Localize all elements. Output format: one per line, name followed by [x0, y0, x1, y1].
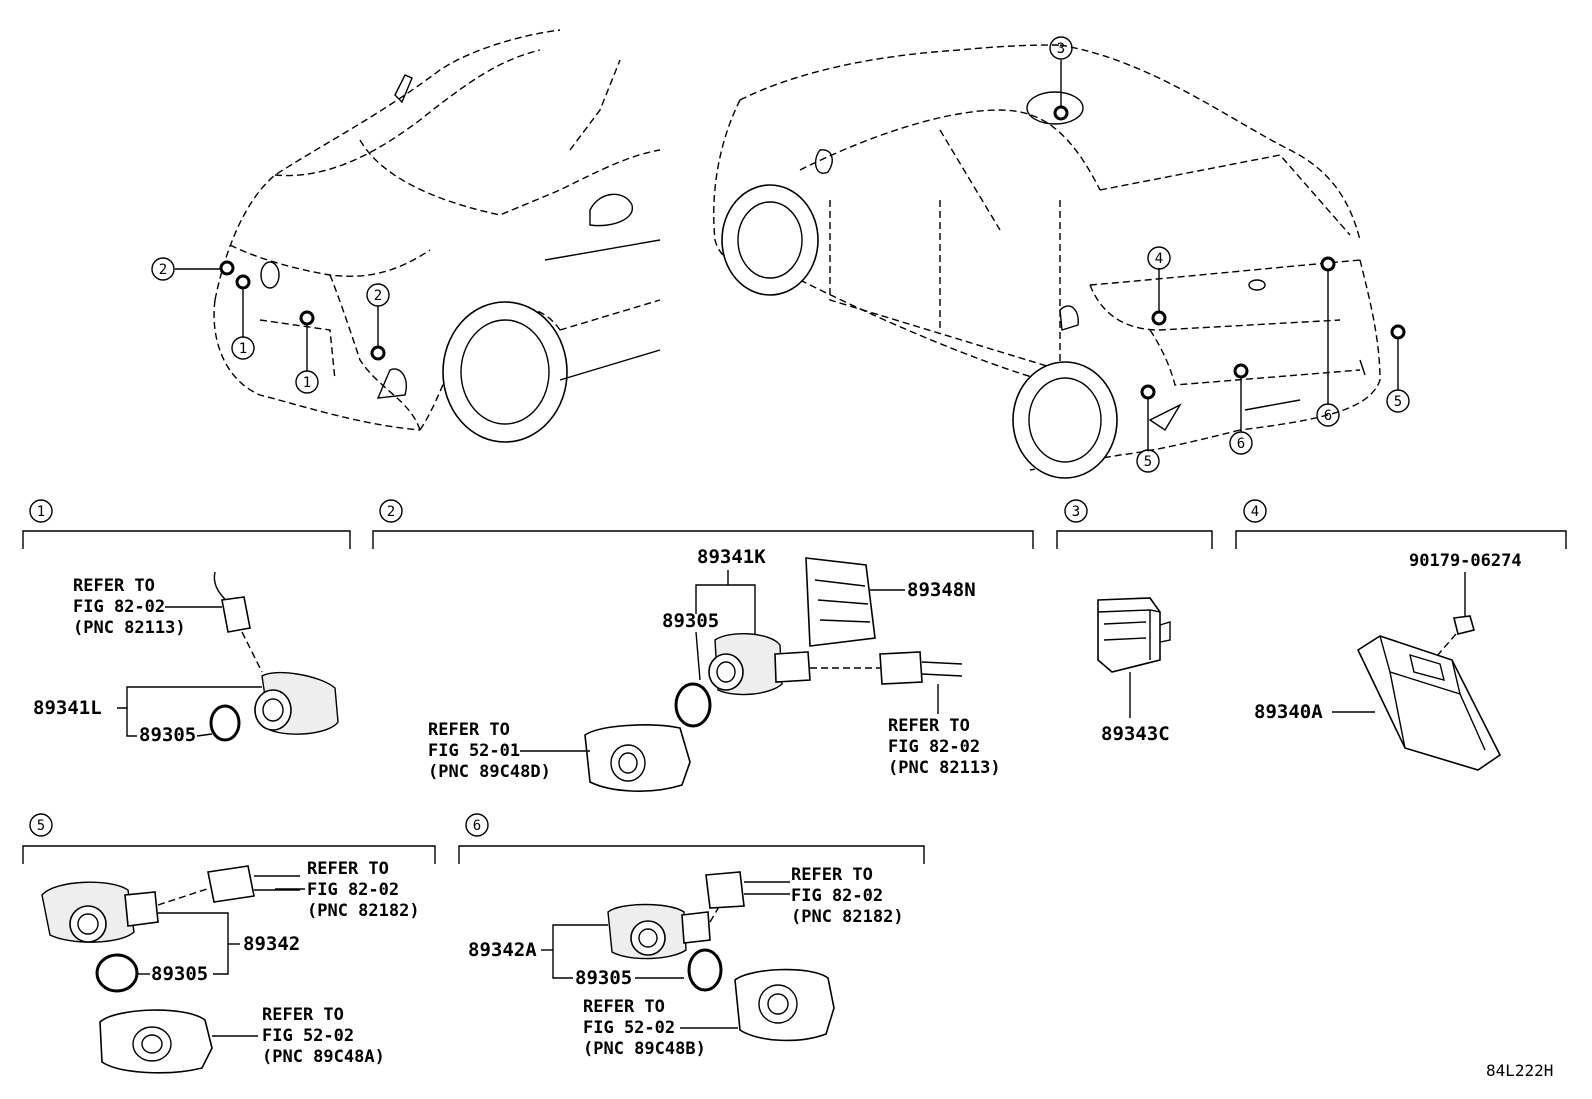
section-headers: 1 2 3 4 5 6 — [22, 499, 1567, 864]
callout-1: 1 — [303, 375, 311, 391]
ref-text: REFER TO — [73, 576, 155, 596]
callout-2: 2 — [159, 262, 167, 278]
connector-icon — [221, 596, 251, 633]
vehicle-callouts: 2 1 1 2 3 4 5 5 6 6 — [151, 36, 1410, 473]
ref-text: FIG 52-02 — [262, 1026, 354, 1046]
ref-text: REFER TO — [262, 1005, 344, 1025]
callout-6: 6 — [1237, 436, 1245, 452]
section-3-number: 3 — [1072, 504, 1080, 520]
ref-text: FIG 52-02 — [583, 1018, 675, 1038]
ref-text: FIG 82-02 — [888, 737, 980, 757]
part-89305: 89305 — [662, 610, 719, 632]
retainer-ring-icon — [687, 948, 723, 992]
section-5-number: 5 — [37, 818, 45, 834]
section-2-number: 2 — [387, 504, 395, 520]
callout-4: 4 — [1155, 251, 1163, 267]
ref-text: (PNC 89C48B) — [583, 1039, 706, 1059]
callout-2: 2 — [374, 288, 382, 304]
ref-text: FIG 82-02 — [73, 597, 165, 617]
part-89341K: 89341K — [697, 546, 766, 568]
part-89342A: 89342A — [468, 939, 537, 961]
callout-3: 3 — [1057, 41, 1065, 57]
ref-text: FIG 52-01 — [428, 741, 520, 761]
section-1-number: 1 — [37, 504, 45, 520]
ref-text: REFER TO — [888, 716, 970, 736]
ref-text: FIG 82-02 — [307, 880, 399, 900]
section-4-number: 4 — [1251, 504, 1259, 520]
bezel-icon — [584, 724, 691, 792]
part-89305: 89305 — [575, 967, 632, 989]
bolt-icon — [1453, 615, 1475, 635]
front-car-illustration — [213, 29, 661, 443]
part-89341L: 89341L — [33, 697, 102, 719]
part-89305: 89305 — [139, 724, 196, 746]
section-1: REFER TO FIG 82-02 (PNC 82113) 89341L 89… — [33, 571, 339, 746]
part-90179-06274: 90179-06274 — [1409, 551, 1522, 571]
module-icon — [1097, 597, 1161, 673]
diagram-code: 84L222H — [1486, 1061, 1553, 1080]
section-6-number: 6 — [473, 818, 481, 834]
ref-text: (PNC 89C48A) — [262, 1047, 385, 1067]
retainer-ring-icon — [209, 704, 241, 742]
section-2: 89341K 89305 89348N REFER TO FIG 52-01 (… — [428, 546, 1001, 792]
connector-icon — [705, 871, 745, 909]
ref-text: FIG 82-02 — [791, 886, 883, 906]
section-6: REFER TO FIG 82-02 (PNC 82182) 89342A 89… — [468, 865, 904, 1059]
part-89305: 89305 — [151, 963, 208, 985]
ref-text: (PNC 82113) — [888, 758, 1001, 778]
callout-5: 5 — [1144, 454, 1152, 470]
ref-text: REFER TO — [307, 859, 389, 879]
ref-text: REFER TO — [428, 720, 510, 740]
ref-text: REFER TO — [791, 865, 873, 885]
callout-1: 1 — [239, 341, 247, 357]
rear-sensor-markers — [1053, 105, 1406, 400]
bezel-icon — [734, 968, 835, 1042]
part-89348N: 89348N — [907, 579, 976, 601]
connector-icon — [207, 865, 255, 903]
ref-text: REFER TO — [583, 997, 665, 1017]
ref-text: (PNC 82182) — [791, 907, 904, 927]
retainer-ring-icon — [95, 953, 139, 993]
callout-5: 5 — [1394, 394, 1402, 410]
part-89342: 89342 — [243, 933, 300, 955]
connector-icon — [879, 651, 923, 685]
part-89343C: 89343C — [1101, 723, 1170, 745]
bezel-icon — [99, 1009, 213, 1074]
control-unit-icon — [1356, 635, 1502, 771]
rear-car-illustration — [713, 44, 1381, 479]
ref-text: (PNC 82182) — [307, 901, 420, 921]
callout-6: 6 — [1324, 408, 1332, 424]
ref-text: (PNC 89C48D) — [428, 762, 551, 782]
section-5: REFER TO FIG 82-02 (PNC 82182) 89342 893… — [41, 859, 420, 1074]
retainer-ring-icon — [674, 682, 712, 728]
ref-text: (PNC 82113) — [73, 618, 186, 638]
section-4: 90179-06274 89340A — [1254, 551, 1522, 771]
section-3: 89343C — [1097, 597, 1171, 745]
part-89340A: 89340A — [1254, 701, 1323, 723]
